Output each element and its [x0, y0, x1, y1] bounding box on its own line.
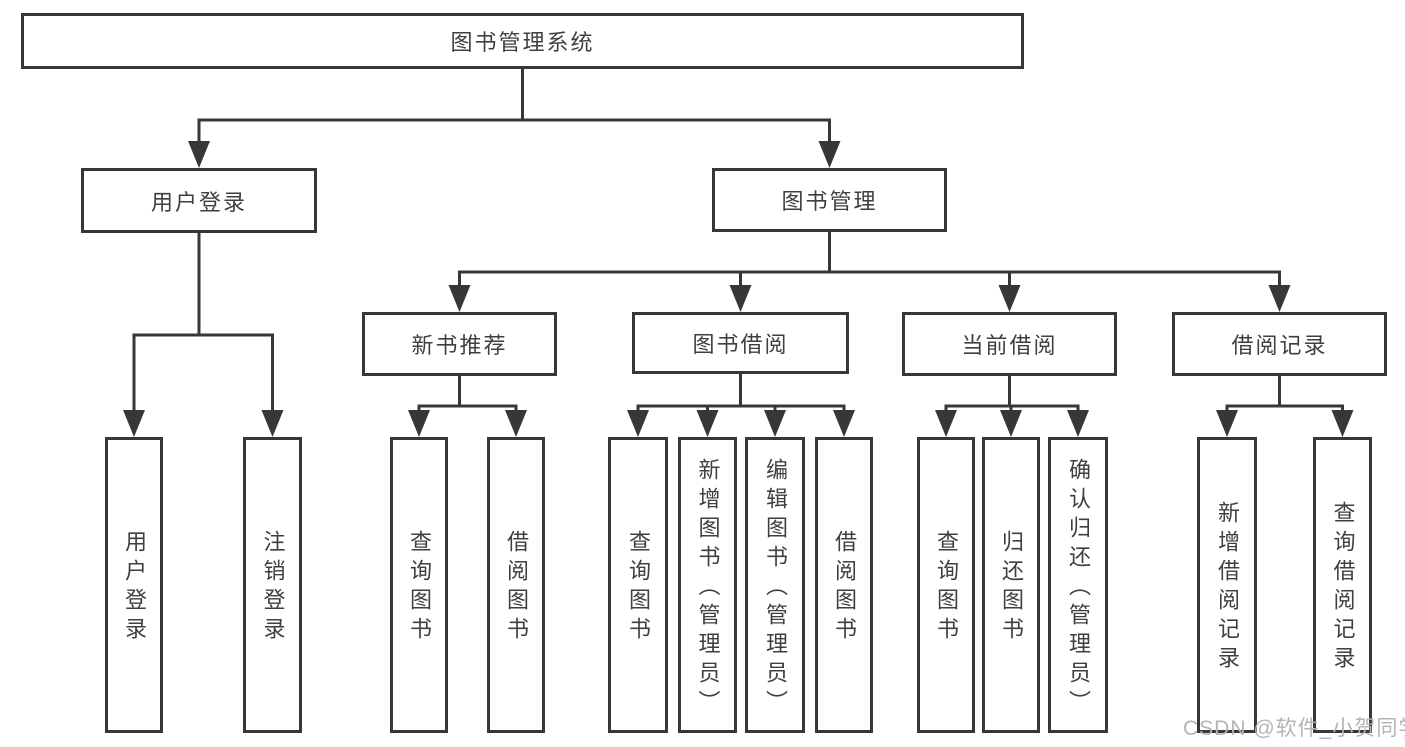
- node-borrow-records: 借阅记录: [1172, 312, 1387, 376]
- leaf-query-book-current: 查询图书: [917, 437, 975, 733]
- node-book-management: 图书管理: [712, 168, 947, 232]
- leaf-borrow-book: 借阅图书: [815, 437, 873, 733]
- leaf-edit-book-admin: 编辑图书（管理员）: [745, 437, 805, 733]
- leaf-query-book-recommend: 查询图书: [390, 437, 448, 733]
- leaf-add-book-admin: 新增图书（管理员）: [678, 437, 737, 733]
- leaf-user-login: 用户登录: [105, 437, 163, 733]
- node-book-borrow: 图书借阅: [632, 312, 849, 374]
- leaf-query-borrow-record: 查询借阅记录: [1313, 437, 1372, 733]
- node-new-book-recommend: 新书推荐: [362, 312, 557, 376]
- node-current-borrow: 当前借阅: [902, 312, 1117, 376]
- arrowheads: [123, 141, 1354, 437]
- node-user-login: 用户登录: [81, 168, 317, 233]
- csdn-watermark: CSDN @软件_小贺同学: [1183, 717, 1405, 740]
- leaf-return-book: 归还图书: [982, 437, 1040, 733]
- leaf-logout: 注销登录: [243, 437, 302, 733]
- node-root-system: 图书管理系统: [21, 13, 1024, 69]
- leaf-add-borrow-record: 新增借阅记录: [1197, 437, 1257, 733]
- leaf-borrow-book-recommend: 借阅图书: [487, 437, 545, 733]
- leaf-confirm-return-admin: 确认归还（管理员）: [1048, 437, 1108, 733]
- leaf-query-book-borrow: 查询图书: [608, 437, 668, 733]
